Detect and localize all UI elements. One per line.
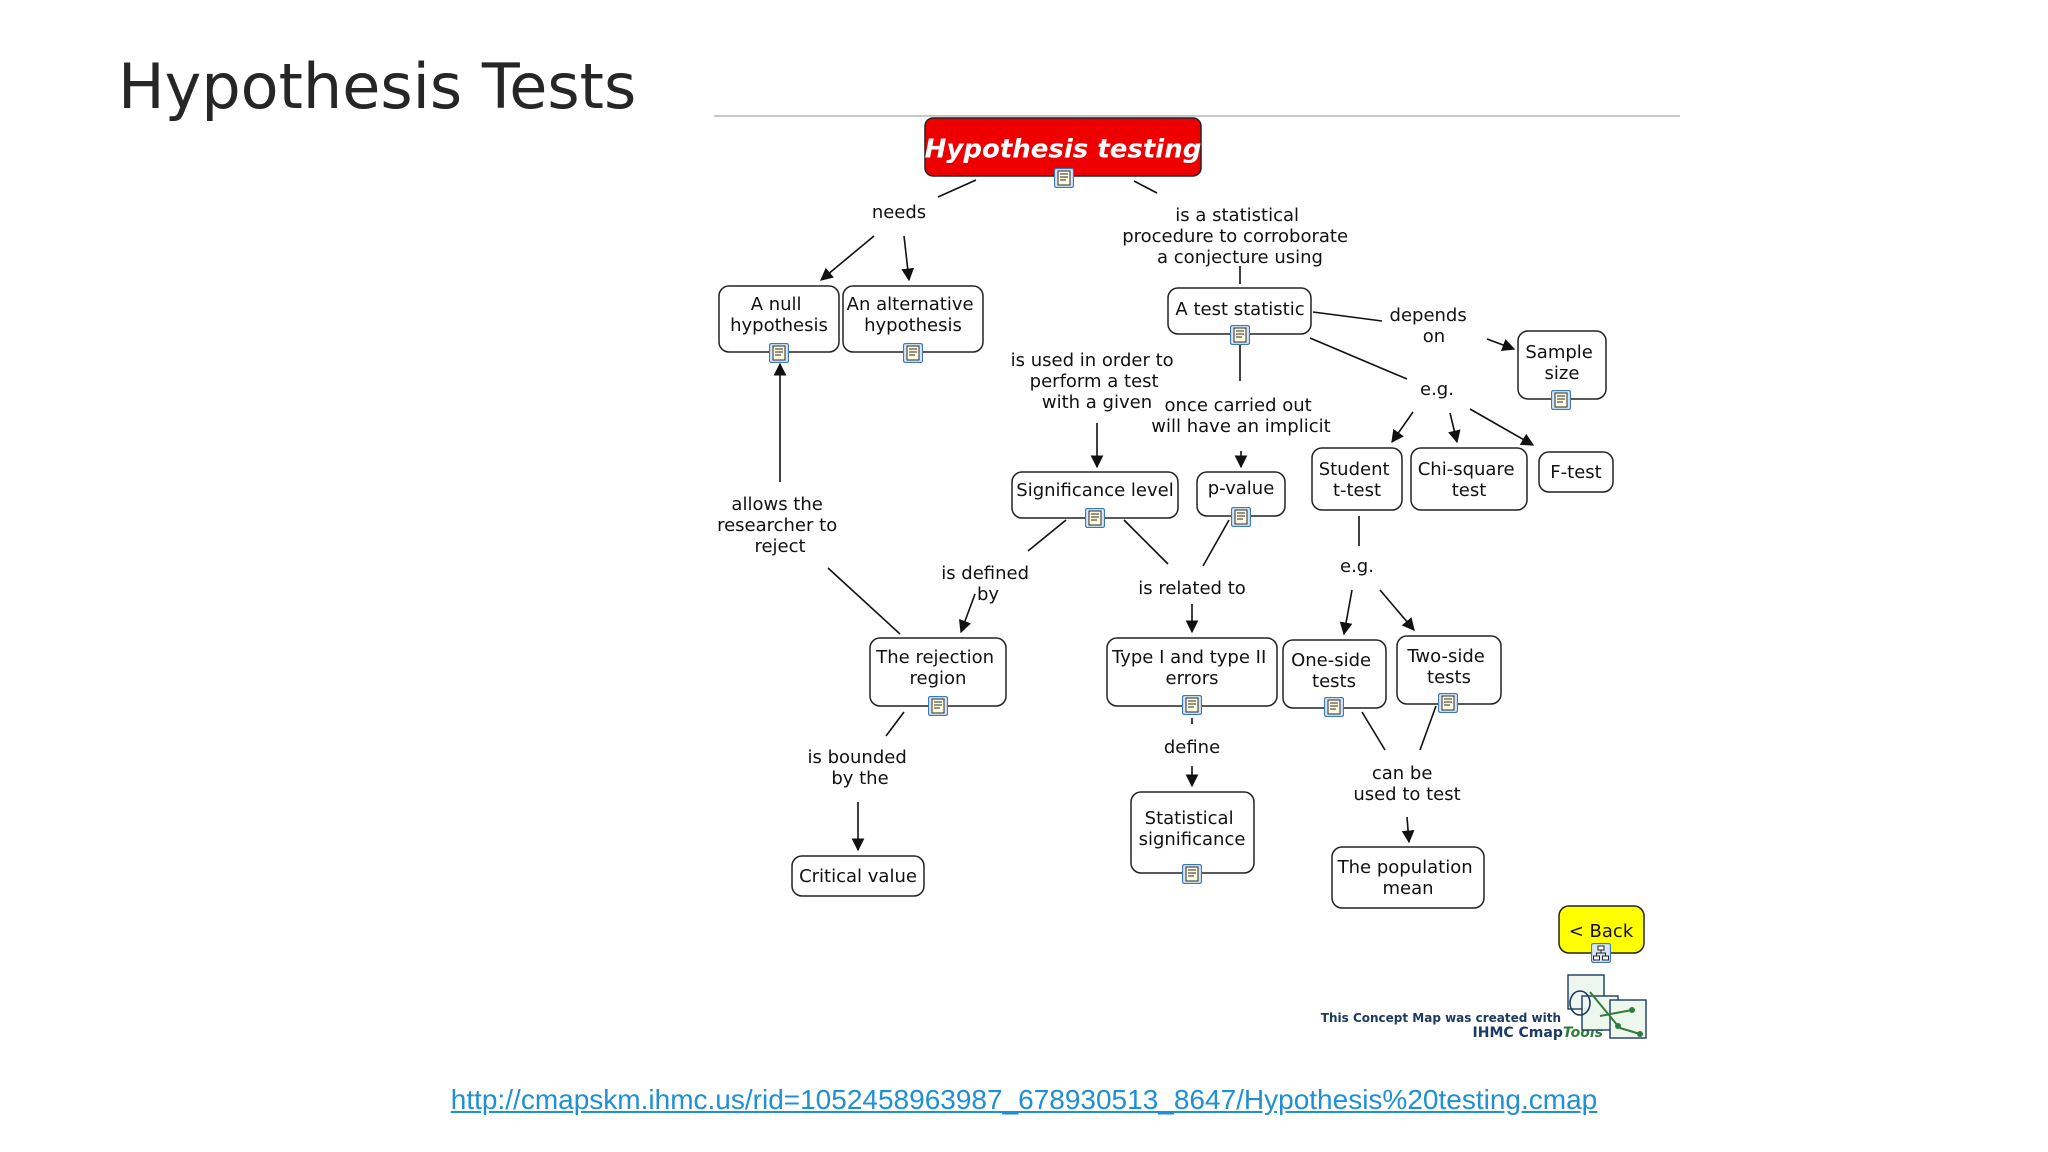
document-icon[interactable] [1230, 325, 1250, 345]
document-icon[interactable] [1438, 693, 1458, 713]
link-statistical-procedure: is a statistical procedure to corroborat… [1122, 205, 1354, 268]
link-is-bounded-by: is bounded by the [807, 747, 912, 789]
statistical-significance-label: Statistical significance [1139, 808, 1246, 850]
document-icon[interactable] [928, 696, 948, 716]
slide-title: Hypothesis Tests [118, 50, 637, 123]
document-icon[interactable] [1231, 507, 1251, 527]
link-needs: needs [872, 202, 926, 223]
link-eg-tests: e.g. [1420, 379, 1454, 400]
null-hypothesis-label: A null hypothesis [730, 294, 828, 336]
student-t-test-box[interactable] [1311, 447, 1403, 511]
p-value-label: p-value [1208, 478, 1275, 499]
cmaptools-credit: This Concept Map was created with IHMC C… [1321, 974, 1647, 1041]
significance-level-label: Significance level [1016, 480, 1173, 501]
document-icon[interactable] [1551, 390, 1571, 410]
document-icon[interactable] [769, 343, 789, 363]
cmaptools-logo-icon [1567, 974, 1647, 1039]
title-divider [714, 115, 1680, 117]
chi-square-test-box[interactable] [1410, 447, 1528, 511]
link-labels: needs is a statistical procedure to corr… [717, 202, 1473, 805]
f-test-box[interactable] [1538, 451, 1614, 493]
document-icon[interactable] [1182, 864, 1202, 884]
cmap-link-icon[interactable] [1591, 943, 1611, 963]
source-url-link[interactable]: http://cmapskm.ihmc.us/rid=1052458963987… [450, 1084, 1598, 1115]
alternative-hypothesis-label: An alternative hypothesis [847, 294, 980, 336]
credit-brand: IHMC CmapTools [1473, 1025, 1603, 1041]
critical-value-label: Critical value [799, 866, 917, 887]
rejection-region-label: The rejection region [875, 647, 999, 689]
concept-boxes [718, 285, 1614, 909]
link-is-defined-by: is defined by [941, 563, 1035, 605]
link-define: define [1164, 737, 1220, 758]
type-errors-label: Type I and type II errors [1111, 647, 1272, 689]
root-node[interactable]: Hypothesis testing [924, 117, 1202, 188]
two-side-tests-label: Two-side tests [1406, 646, 1490, 688]
document-icon[interactable] [1054, 168, 1074, 188]
link-allows-reject: allows the researcher to reject [717, 494, 843, 557]
concept-labels: A null hypothesis An alternative hypothe… [730, 294, 1602, 899]
link-is-related-to: is related to [1138, 578, 1246, 599]
document-icon[interactable] [1182, 695, 1202, 715]
student-t-test-label: Student t-test [1319, 459, 1396, 501]
critical-value-box[interactable] [791, 855, 925, 897]
link-depends-on: depends on [1390, 305, 1473, 347]
link-once-carried-out: once carried out will have an implicit [1151, 395, 1330, 437]
back-button[interactable]: < Back [1558, 905, 1645, 963]
test-statistic-label: A test statistic [1175, 299, 1304, 320]
connectors [773, 179, 1535, 852]
f-test-label: F-test [1550, 462, 1601, 483]
credit-line: This Concept Map was created with [1321, 1011, 1561, 1025]
link-can-be-used: can be used to test [1353, 763, 1460, 805]
link-used-in-order: is used in order to perform a test with … [1011, 350, 1180, 413]
one-side-tests-label: One-side tests [1291, 650, 1377, 692]
document-icon[interactable] [903, 343, 923, 363]
population-mean-box[interactable] [1331, 846, 1485, 909]
population-mean-label: The population mean [1337, 857, 1479, 899]
document-icon[interactable] [1324, 697, 1344, 717]
document-icon[interactable] [1085, 508, 1105, 528]
link-eg-sides: e.g. [1340, 556, 1374, 577]
back-button-label: < Back [1569, 921, 1634, 942]
sample-size-label: Sample size [1525, 342, 1598, 384]
chi-square-test-label: Chi-square test [1418, 459, 1521, 501]
root-node-label: Hypothesis testing [925, 135, 1202, 165]
